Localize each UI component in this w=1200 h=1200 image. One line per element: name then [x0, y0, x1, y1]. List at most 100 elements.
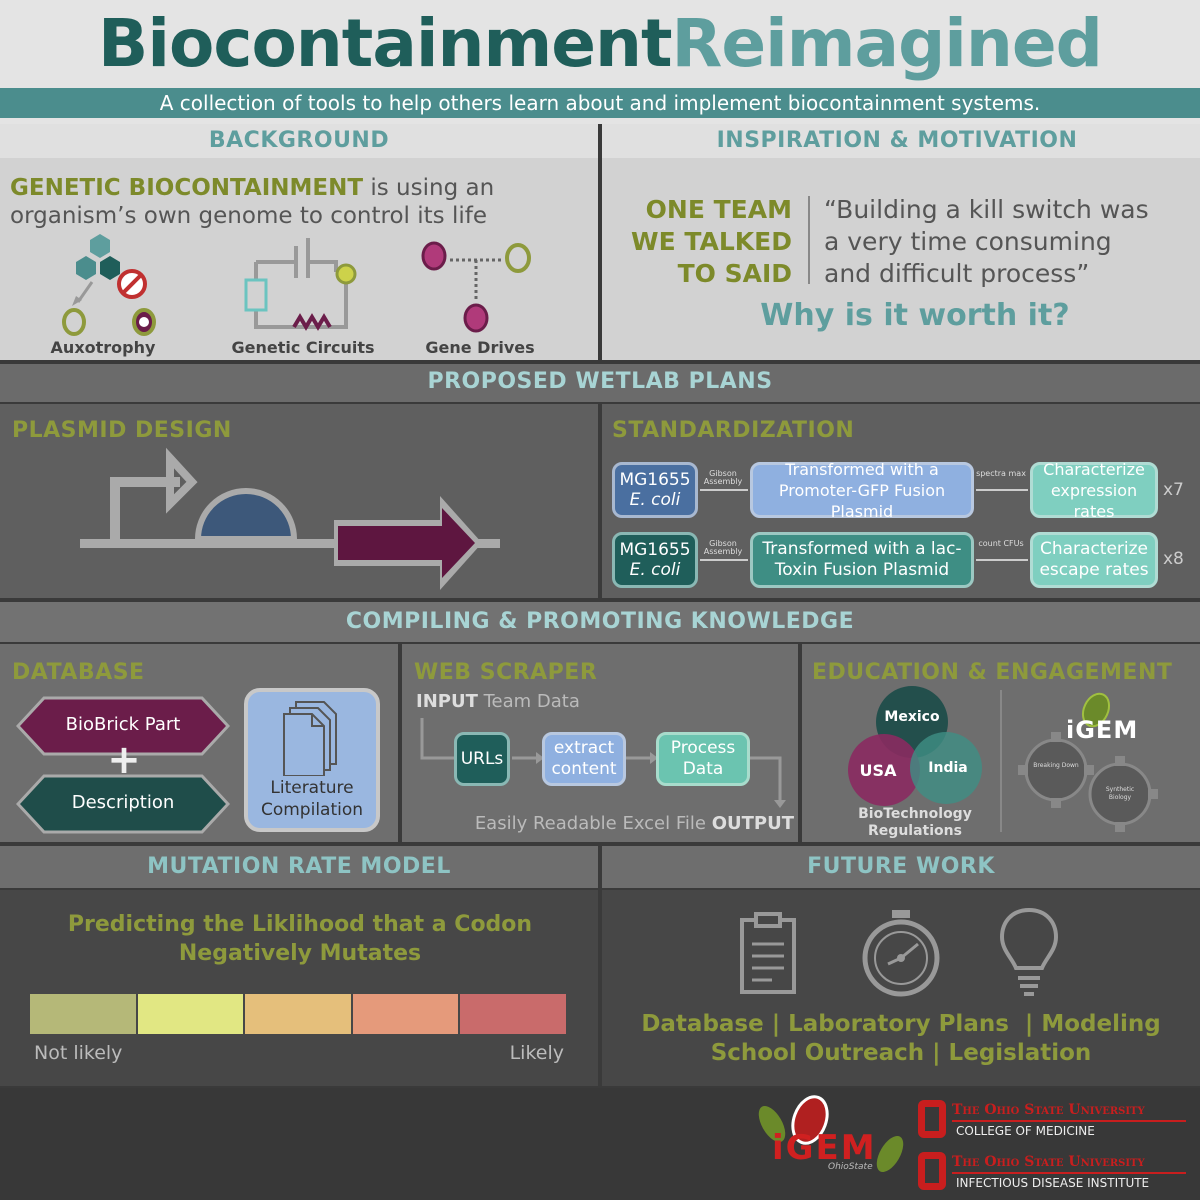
team-line: WE TALKED [631, 227, 792, 256]
venn-caption-line: Regulations [868, 823, 962, 839]
plasmid-title: PLASMID DESIGN [12, 418, 232, 443]
igem-logo-text: iGEM [772, 1128, 877, 1168]
scraper-output: Easily Readable Excel File OUTPUT [402, 813, 794, 834]
future-items: Database | Laboratory Plans | Modeling S… [602, 1010, 1200, 1068]
quote-line: “Building a kill switch was [824, 195, 1149, 224]
background-header [0, 124, 598, 158]
mutation-heading-line: Predicting the Liklihood that a Codon [67, 912, 533, 937]
venn-caption-line: BioTechnology [858, 806, 972, 822]
literature-line: Compilation [260, 800, 364, 820]
education-divider [1000, 690, 1002, 832]
igem-logo-icon [758, 1095, 904, 1173]
background-title: BACKGROUND [208, 128, 390, 153]
scale-segment [352, 994, 459, 1034]
scale-low-label: Not likely [34, 1042, 123, 1064]
venn-caption: BioTechnology Regulations [840, 806, 990, 840]
osu-name-1: The Ohio State University [952, 1102, 1145, 1118]
strain-name: MG1655 [619, 540, 691, 560]
urls-label: URLs [460, 749, 504, 769]
transform-box: Transformed with a lac-Toxin Fusion Plas… [750, 532, 974, 588]
plus-sign: + [107, 737, 141, 783]
scraper-title: WEB SCRAPER [414, 660, 598, 685]
scale-high-label: Likely [509, 1042, 564, 1064]
gear-label-synbio: Synthetic Biology [1105, 786, 1135, 801]
stopwatch-icon [862, 910, 940, 997]
scale-segment [30, 994, 136, 1034]
auxotrophy-label: Auxotrophy [50, 338, 156, 357]
inspiration-panel [602, 124, 1200, 360]
title-part-b: Reimagined [671, 5, 1103, 82]
gene-drive-icon [421, 241, 531, 333]
igem-text: iGEM [1066, 716, 1139, 744]
osu-rule [952, 1172, 1186, 1174]
standardization-title: STANDARDIZATION [612, 418, 855, 443]
arrow-label: spectra max [976, 469, 1026, 478]
scraper-input: INPUT Team Data [416, 691, 580, 712]
process-label: Process Data [670, 738, 736, 779]
venn-label-usa: USA [859, 761, 897, 780]
knowledge-header [0, 602, 1200, 642]
subtitle-band [0, 88, 1200, 118]
description-label: Description [71, 792, 175, 813]
igem-logo-sub: OhioState [828, 1162, 873, 1172]
arrow-line [700, 559, 748, 561]
team-label: ONE TEAM WE TALKED TO SAID [610, 194, 792, 290]
education-title: EDUCATION & ENGAGEMENT [812, 660, 1173, 685]
mutation-panel [0, 890, 598, 1086]
future-title: FUTURE WORK [807, 854, 995, 879]
input-bold: INPUT [416, 691, 478, 712]
extract-label: extract content [551, 738, 617, 779]
osu-sub-2: INFECTIOUS DISEASE INSTITUTE [956, 1176, 1150, 1190]
mutation-title: MUTATION RATE MODEL [147, 854, 451, 879]
extract-box: extract content [542, 732, 626, 786]
strain-name: MG1655 [619, 470, 691, 490]
document-icon [283, 701, 337, 776]
output-rest: Easily Readable Excel File [474, 813, 712, 834]
mutation-heading: Predicting the Liklihood that a Codon Ne… [0, 910, 600, 968]
result-box: Characterize escape rates [1030, 532, 1158, 588]
transform-text: Transformed with a lac-Toxin Fusion Plas… [762, 539, 962, 580]
biobrick-shape [16, 696, 230, 756]
plasmid-panel [0, 404, 598, 598]
result-text: Characterize escape rates [1039, 539, 1149, 580]
circuit-label: Genetic Circuits [231, 338, 375, 357]
wetlab-header [0, 364, 1200, 402]
literature-line: Literature [270, 778, 354, 798]
inspiration-header [602, 124, 1200, 158]
page-title: BiocontainmentReimagined [0, 4, 1200, 84]
strain-species: E. coli [629, 560, 681, 580]
biobrick-label: BioBrick Part [65, 714, 181, 735]
mutation-heading-line: Negatively Mutates [178, 941, 422, 966]
background-lead-bold: GENETIC BIOCONTAINMENT [10, 175, 364, 201]
repeat-count: x8 [1163, 549, 1184, 569]
scale-segment [245, 994, 351, 1034]
strain-species: E. coli [629, 490, 681, 510]
question: Why is it worth it? [760, 298, 1070, 333]
database-title: DATABASE [12, 660, 145, 685]
gear-label-breaking: Breaking Down [1033, 762, 1079, 769]
venn-diagram [848, 686, 982, 806]
gear-icon [1018, 732, 1158, 832]
circuit-icon [244, 238, 357, 331]
result-box: Characterize expression rates [1030, 460, 1158, 521]
team-line: TO SAID [677, 259, 792, 288]
venn-label-india: India [928, 760, 968, 776]
auxotrophy-icon [62, 234, 156, 336]
transform-box: Transformed with a Promoter-GFP Fusion P… [750, 460, 974, 521]
mutation-header [0, 846, 598, 888]
arrow-line [976, 559, 1028, 561]
scale-segment [460, 994, 566, 1034]
description-shape [16, 774, 230, 834]
quote-divider [808, 196, 810, 284]
quote-line: a very time consuming [824, 227, 1112, 256]
strain-box: MG1655 E. coli [612, 532, 698, 588]
title-part-a: Biocontainment [98, 5, 672, 82]
scale-segment [137, 994, 244, 1034]
quote: “Building a kill switch was a very time … [824, 194, 1149, 290]
quote-line: and difficult process” [824, 259, 1090, 288]
lightbulb-icon [999, 907, 1059, 996]
arrow-line [976, 489, 1028, 491]
process-box: Process Data [656, 732, 750, 786]
output-bold: OUTPUT [711, 813, 794, 834]
venn-label-mexico: Mexico [884, 709, 940, 725]
